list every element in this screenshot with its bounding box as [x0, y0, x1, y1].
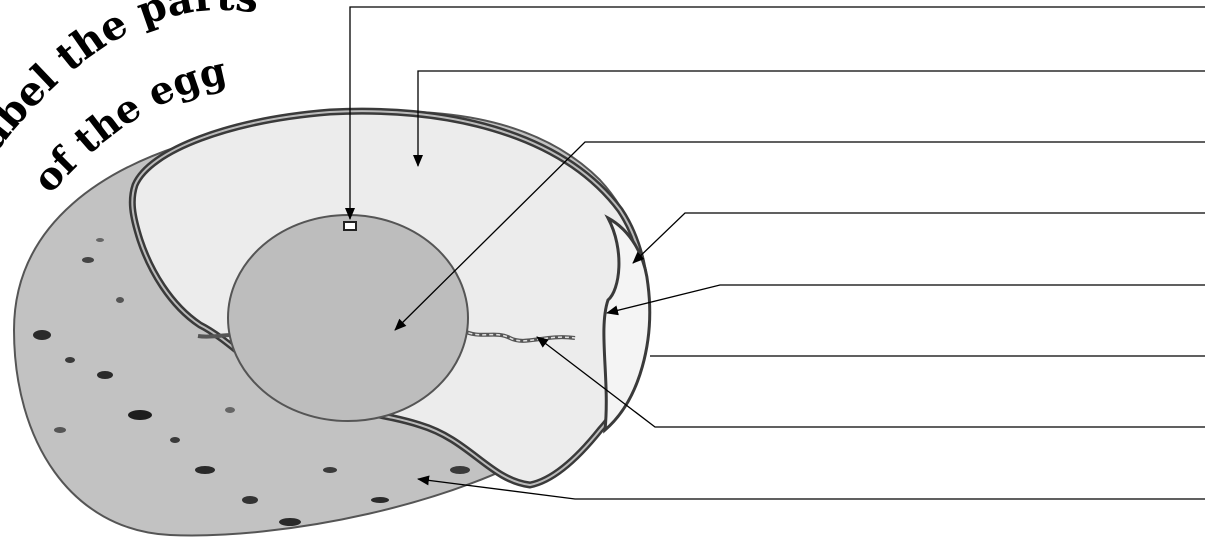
leader-inner-membrane	[607, 285, 1205, 313]
germinal-disc	[344, 222, 356, 230]
yolk	[228, 215, 468, 421]
chalaza-left	[198, 335, 232, 337]
leader-shell	[633, 213, 1205, 263]
